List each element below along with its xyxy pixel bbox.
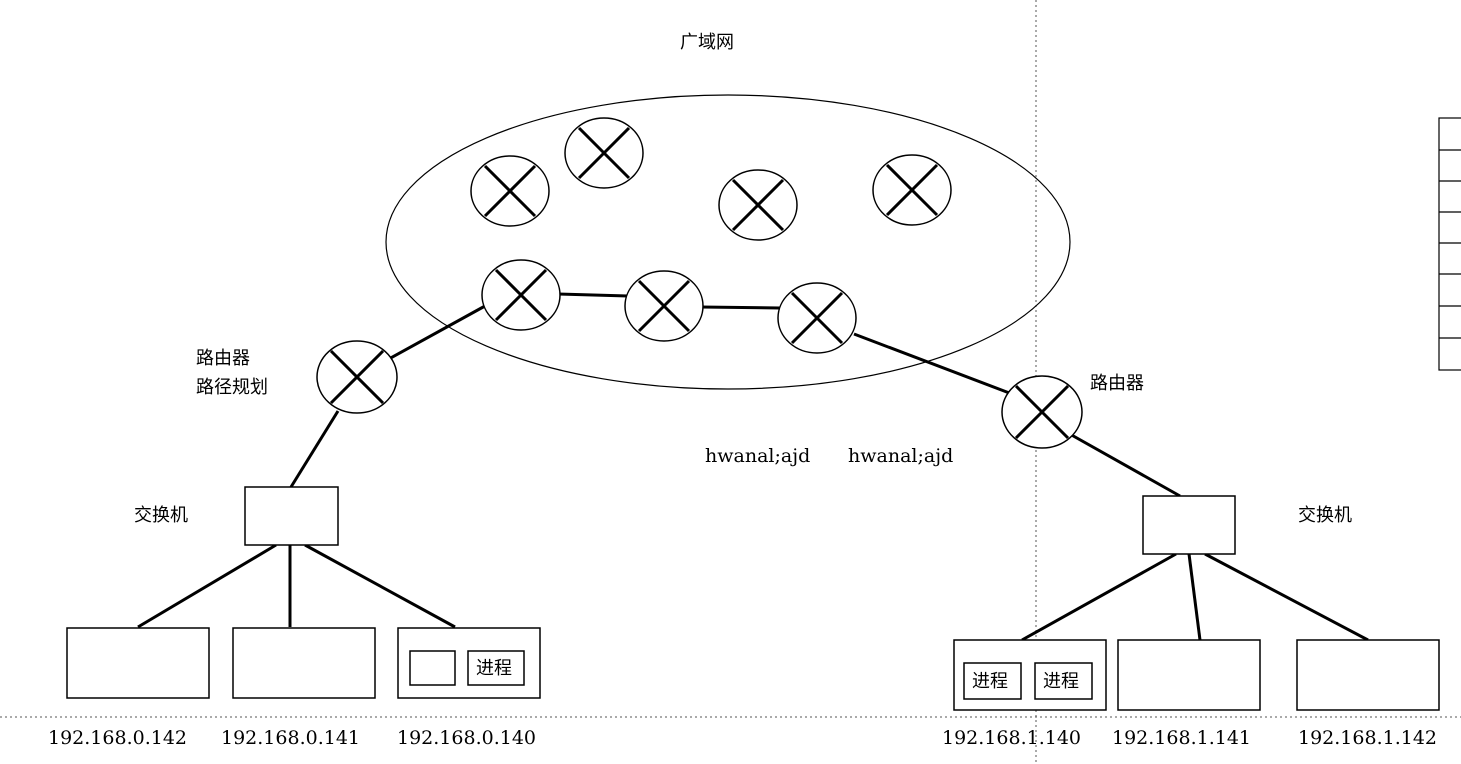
router-icon xyxy=(872,154,952,226)
link-switch-host-1-141 xyxy=(1187,553,1202,641)
wan-ellipse xyxy=(385,94,1071,390)
link-wan-1-2 xyxy=(557,292,629,298)
left-router-label: 路由器 xyxy=(196,348,250,369)
link-left-router-switch xyxy=(289,410,340,488)
right-switch xyxy=(1142,495,1236,555)
link-wan-right-router xyxy=(853,332,1013,396)
host-ip-label: 192.168.0.141 xyxy=(221,727,360,749)
link-switch-host-142 xyxy=(137,543,277,629)
process-box xyxy=(467,650,525,686)
host-ip-label: 192.168.1.140 xyxy=(942,727,1081,749)
right-router-label: 路由器 xyxy=(1090,373,1144,394)
host-box-192-168-1-141 xyxy=(1117,639,1261,711)
left-switch xyxy=(244,486,339,546)
host-ip-label: 192.168.1.141 xyxy=(1112,727,1251,749)
link-wan-2-3 xyxy=(699,305,781,310)
right-switch-label: 交换机 xyxy=(1298,505,1352,526)
router-icon xyxy=(718,169,798,241)
process-label: 进程 xyxy=(972,671,1008,692)
link-switch-host-140 xyxy=(304,543,456,629)
process-box xyxy=(1034,662,1093,700)
link-switch-host-1-142 xyxy=(1204,552,1369,642)
left-router-route-label: 路径规划 xyxy=(196,377,268,398)
host-box-192-168-0-141 xyxy=(232,627,376,699)
middle-text-1: hwanal;ajd xyxy=(705,445,810,467)
router-icon xyxy=(564,117,644,189)
host-ip-label: 192.168.0.140 xyxy=(397,727,536,749)
router-icon xyxy=(481,259,561,331)
host-box-192-168-1-142 xyxy=(1296,639,1440,711)
empty-process-slot xyxy=(409,650,456,686)
process-label: 进程 xyxy=(476,658,512,679)
host-box-192-168-0-142 xyxy=(66,627,210,699)
left-router-icon xyxy=(316,340,398,414)
process-label: 进程 xyxy=(1043,671,1079,692)
middle-text-2: hwanal;ajd xyxy=(848,445,953,467)
router-icon xyxy=(624,270,704,342)
wan-label: 广域网 xyxy=(680,32,734,53)
link-switch-host-1-140 xyxy=(1021,552,1177,642)
host-ip-label: 192.168.1.142 xyxy=(1298,727,1437,749)
process-box xyxy=(963,662,1022,700)
side-table xyxy=(1438,117,1461,371)
host-ip-label: 192.168.0.142 xyxy=(48,727,187,749)
left-switch-label: 交换机 xyxy=(134,505,188,526)
link-right-router-switch xyxy=(1067,431,1181,498)
right-router-icon xyxy=(1001,375,1083,449)
router-icon xyxy=(470,155,550,227)
router-icon xyxy=(777,282,857,354)
